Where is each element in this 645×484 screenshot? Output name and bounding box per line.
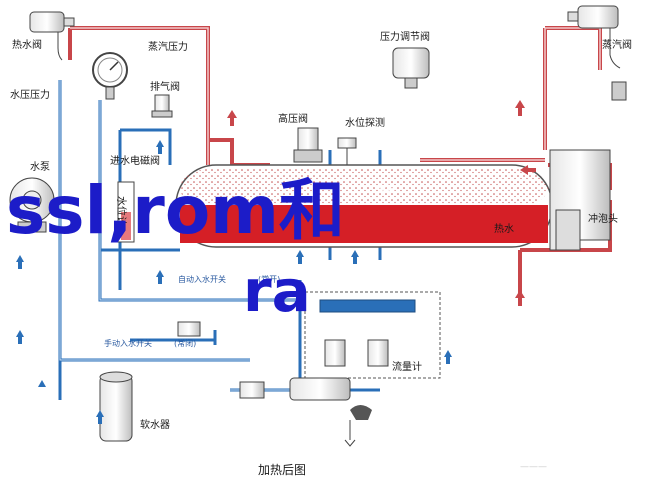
drain-valve-left-icon [29,11,75,61]
normally-open-label: (常开) [258,275,280,284]
softener-label: 软水器 [140,418,170,431]
watermark: ——— [520,462,547,472]
auto-water-switch-icon [177,321,201,337]
flow-meter-box [304,291,441,379]
steam-zone-label: 蒸汽 [378,183,396,195]
water-level-probe-label: 水位探测 [345,116,385,129]
exhaust-valve-icon [151,94,173,118]
manual-water-switch-label: 手动入水开关 [104,338,152,348]
high-pressure-valve-icon [293,127,323,163]
hot-water-label: 热水 [494,222,514,235]
water-level-gauge-label: 水位计 [115,196,128,226]
steam-gauge-label: 蒸汽压力 [148,40,188,53]
water-arrows [16,140,452,424]
bubble-head-icon [549,149,611,251]
overlay-text-line2: ra [243,257,311,325]
pressure-regulator-icon [392,47,430,89]
steam-valve-right-icon [567,5,627,101]
flow-meter-label: 流量计 [392,360,422,373]
flow-arrows [227,100,536,306]
high-pressure-valve-label: 高压阀 [278,112,308,125]
pressure-regulator-label: 压力调节阀 [380,30,430,43]
water-level-gauge-icon [117,181,135,243]
water-pump-icon [9,177,55,233]
bubble-head-label: 冲泡头 [588,212,618,225]
normally-closed-label: (常闭) [174,339,196,348]
caption: 加热后图 [258,463,306,477]
water-pressure-label: 水压压力 [10,88,50,101]
exhaust-valve-label: 排气阀 [150,80,180,93]
drain-valve-left-label: 热水阀 [12,38,42,51]
auto-water-switch-label: 自动入水开关 [178,274,226,284]
inlet-valve-icon [239,377,372,447]
steam-valve-right-label: 蒸汽阀 [602,38,632,51]
steam-pipes-inner [70,27,601,165]
water-level-probe-icon [337,137,357,165]
inlet-solenoid-label: 进水电磁阀 [110,154,160,167]
water-pump-label: 水泵 [30,161,50,173]
softener-icon [99,371,133,442]
main-tank [175,164,553,248]
steam-gauge-icon [92,52,128,100]
flow-meter-icon [319,299,416,367]
overlay-text-line1: ssl,rom和 [6,172,345,249]
